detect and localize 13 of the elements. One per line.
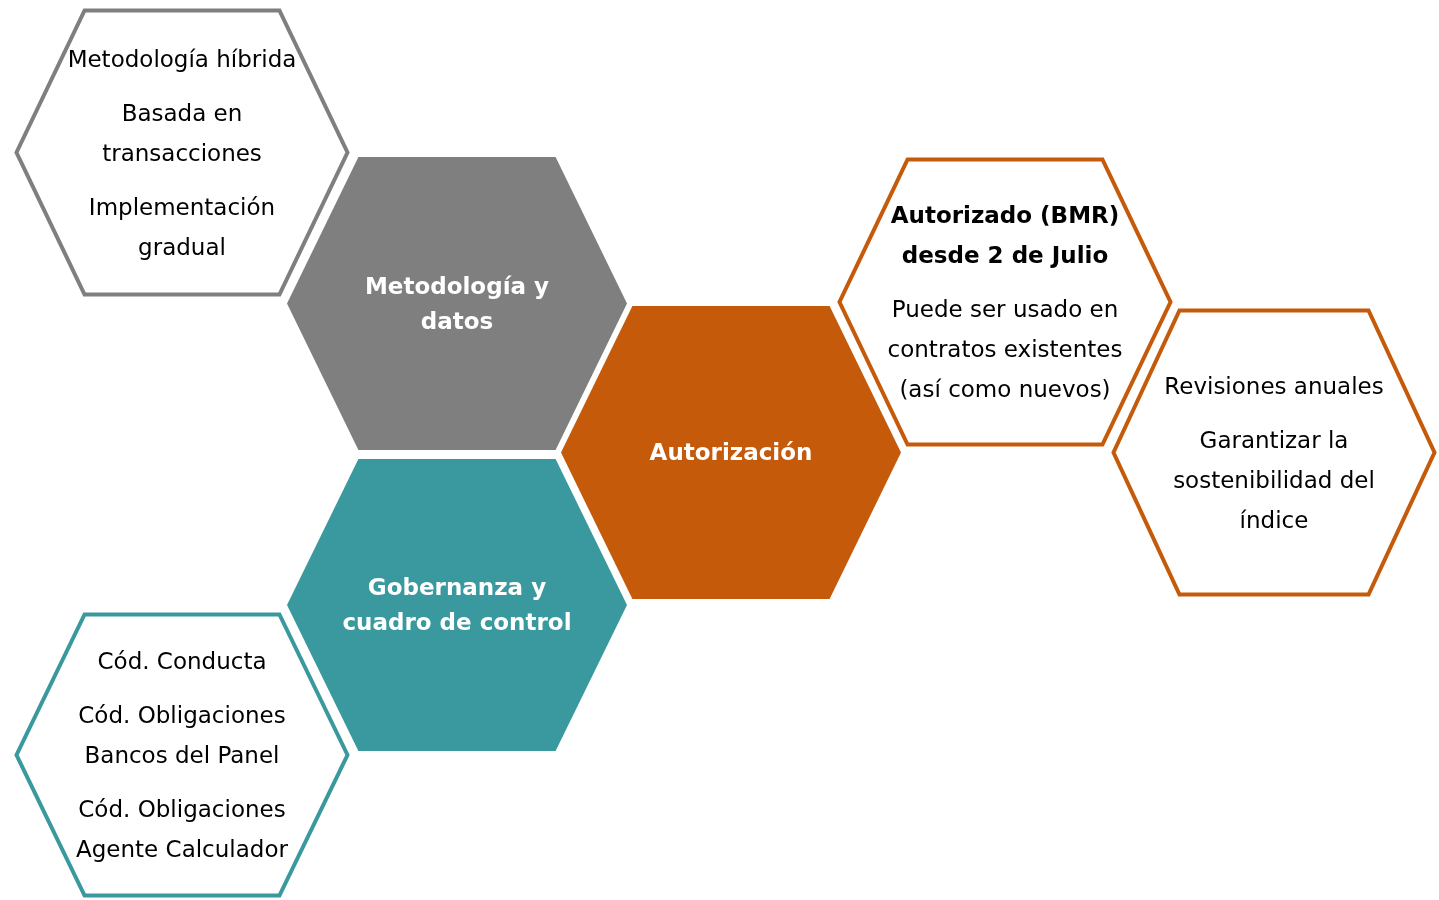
hexagon-text: Garantizar la sostenibilidad del índice	[1172, 425, 1376, 535]
hexagon-text: Implementación gradual	[87, 192, 277, 262]
hexagon-heading: Metodología y datos	[363, 271, 551, 336]
hexagon-heading: Autorización	[649, 438, 813, 467]
hexagon-text: Puede ser usado en contratos existentes (así como nuevos)	[886, 295, 1124, 404]
hexagon-heading: Autorizado (BMR) desde 2 de Julio	[889, 201, 1121, 270]
hexagon-text: Basada en transacciones	[101, 98, 263, 168]
hexagon-text: Cód. Obligaciones Agente Calculador	[75, 795, 289, 864]
hexagon-text: Revisiones anuales	[1164, 371, 1384, 401]
hexagon-text: Cód. Conducta	[97, 647, 267, 676]
hexagon-heading: Gobernanza y cuadro de control	[342, 573, 572, 637]
hexagon-text: Cód. Obligaciones Bancos del Panel	[77, 701, 287, 770]
hexagon-text: Metodología híbrida	[67, 44, 297, 74]
